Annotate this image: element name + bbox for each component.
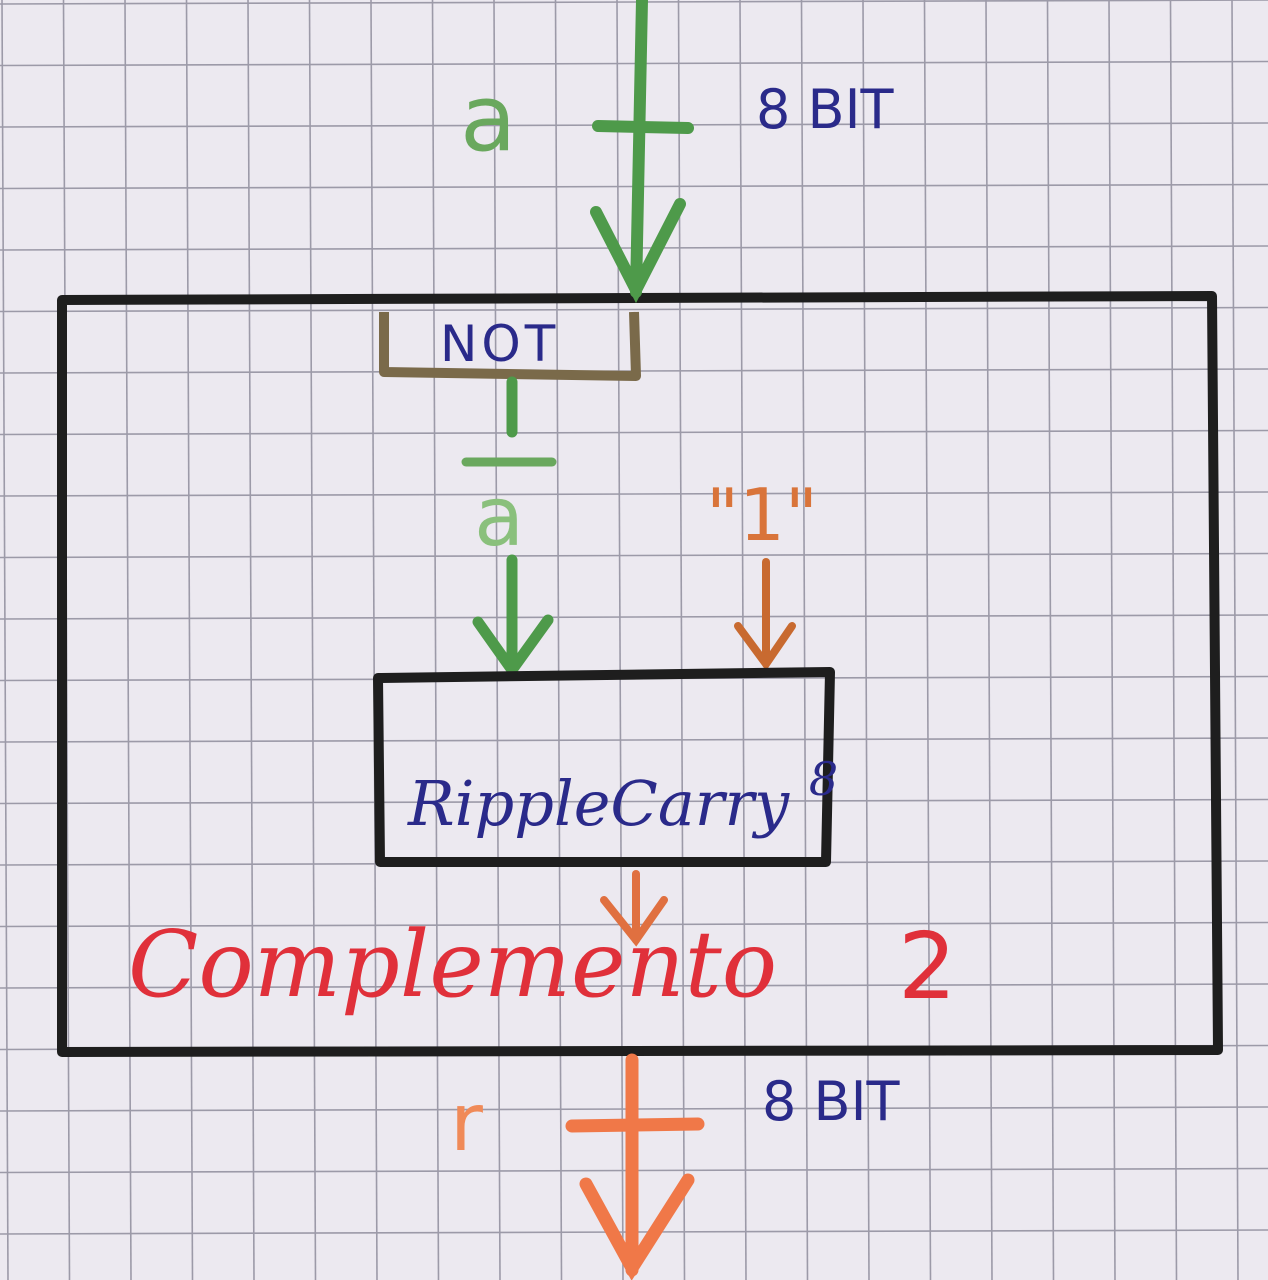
grid-line-vertical [616, 0, 624, 1280]
ripple-carry-width: 8 [809, 752, 838, 806]
ripple-carry-block [373, 667, 835, 867]
grid-line-vertical [1046, 0, 1055, 1280]
grid-line-vertical [1, 0, 9, 1280]
grid-line-horizontal [0, 737, 1268, 743]
adder-output-arrow [600, 870, 668, 947]
grid-line-horizontal [0, 491, 1268, 497]
grid-line-horizontal [0, 552, 1268, 559]
not-label: NOT [440, 315, 559, 373]
module-title-suffix: 2 [898, 913, 957, 1020]
grid-line-horizontal [0, 798, 1268, 805]
input-label: a [460, 65, 516, 172]
module-title: Complemento [128, 911, 777, 1018]
grid-line-vertical [923, 0, 932, 1280]
input-width-label: 8 BIT [756, 78, 894, 141]
output-width-label: 8 BIT [762, 1070, 900, 1133]
ripple-carry-label: RippleCarry 8 [407, 752, 838, 840]
module-frame [57, 291, 1223, 1057]
carry-in-label: "1" [706, 473, 818, 557]
inverted-label: a [474, 470, 524, 565]
input-arrow [590, 0, 694, 304]
grid-line-vertical [862, 0, 870, 1280]
grid-line-horizontal [0, 0, 1268, 5]
grid-line-horizontal [0, 983, 1268, 989]
grid-line-vertical [1108, 0, 1116, 1280]
grid-line-horizontal [0, 60, 1268, 67]
grid-line-vertical [1231, 0, 1239, 1280]
grid-line-horizontal [0, 429, 1268, 436]
grid-line-vertical [370, 0, 378, 1280]
grid-line-vertical [985, 0, 993, 1280]
not-block [379, 311, 641, 381]
ripple-carry-name: RippleCarry [407, 767, 790, 840]
grid-line-horizontal [0, 306, 1268, 313]
grid-line-vertical [739, 0, 747, 1280]
grid-line-vertical [431, 0, 440, 1280]
grid-line-vertical [185, 0, 194, 1280]
carry-in-arrow [734, 558, 796, 671]
grid-line-vertical [308, 0, 317, 1280]
output-label: r [450, 1076, 483, 1169]
grid-line-vertical [124, 0, 132, 1280]
grid-line-vertical [247, 0, 255, 1280]
grid-line-vertical [554, 0, 563, 1280]
inverted-arrow [472, 376, 554, 680]
grid-line-vertical [1169, 0, 1178, 1280]
grid-line-horizontal [0, 614, 1268, 620]
grid-line-vertical [800, 0, 809, 1280]
output-arrow [565, 1053, 705, 1280]
